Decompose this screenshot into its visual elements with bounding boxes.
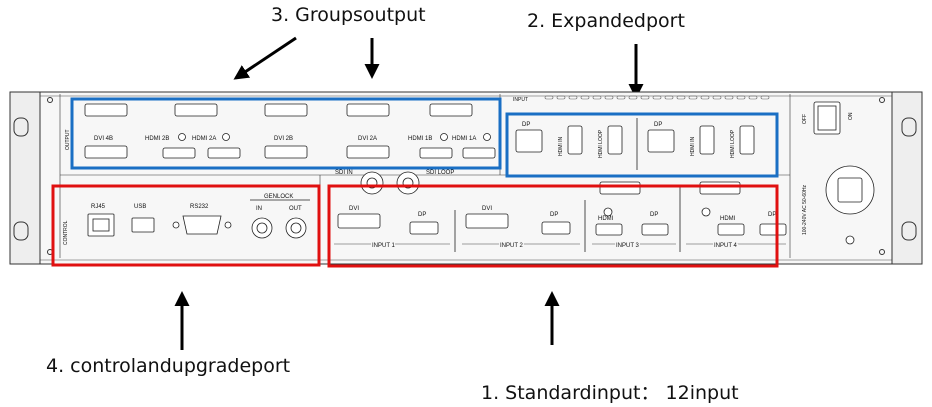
box-expanded-port [505,112,779,178]
input-group-3: INPUT 3 [616,243,640,249]
output-side-label: OUTPUT [65,129,71,150]
expansion-labels: DP HDMI IN HDMI LOOP DP HDMI IN HDMI LOO… [522,122,736,158]
out-label-hdmi1b: HDMI 1B [408,136,432,142]
box-control-upgrade [51,184,321,267]
input-group-1: INPUT 1 [372,243,396,249]
control-ports [87,199,310,239]
power-off-label: OFF [802,114,808,124]
exp-label-hdmi-loop-2: HDMI LOOP [730,129,736,158]
power-section [813,101,875,245]
output-port-labels: DVI 4B HDMI 2B HDMI 2A DVI 2B DVI 2A HDM… [94,136,476,142]
input-top-label: INPUT [513,97,528,103]
in-label-dp-4: DP [768,212,776,218]
box-standard-input [327,184,779,268]
exp-label-hdmi-in-1: HDMI IN [558,136,564,156]
ctrl-label-in: IN [256,206,262,212]
callout-arrows [174,36,644,350]
ctrl-label-usb: USB [134,204,146,210]
input-ports [337,181,787,252]
in-label-dp-2: DP [550,212,558,218]
callout-standard-input: 1. Standardinput： 12input [481,382,739,404]
chassis [9,91,923,265]
ctrl-label-out: OUT [289,206,302,212]
output-ports [84,103,496,159]
in-label-hdmi-4: HDMI [720,216,736,222]
in-label-dp-3: DP [650,212,658,218]
input-group-4: INPUT 4 [714,243,738,249]
input-group-2: INPUT 2 [500,243,524,249]
sdi-loop-label: SDI LOOP [426,170,454,176]
box-groups-output [70,97,502,170]
out-label-dvi2b: DVI 2B [274,136,293,142]
in-label-hdmi-3: HDMI [598,216,614,222]
power-spec-label: 100-240V AC 50-60Hz [802,184,808,235]
input-group-labels: INPUT 1 INPUT 2 INPUT 3 INPUT 4 [334,242,786,251]
ctrl-label-genlock: GENLOCK [264,194,293,200]
out-label-hdmi1a: HDMI 1A [452,136,476,142]
callout-expanded-port: 2. Expandedport [527,10,685,32]
exp-label-dp-1: DP [522,122,530,128]
sdi-in-label: SDI IN [335,170,353,176]
callout-control-upgrade: 4. controlandupgradeport [46,355,291,377]
input-port-labels: DVI DP DVI DP HDMI DP HDMI DP [349,206,776,222]
highlight-boxes [51,97,779,268]
ctrl-label-rj45: RJ45 [91,204,106,210]
vent-slots [544,95,770,100]
power-on-label: ON [848,112,854,120]
exp-label-hdmi-loop-1: HDMI LOOP [598,129,604,158]
out-label-dvi4b: DVI 4B [94,136,113,142]
out-label-hdmi2a: HDMI 2A [192,136,216,142]
control-side-label: CONTROL [63,220,69,245]
out-label-hdmi2b: HDMI 2B [145,136,169,142]
sdi-connectors [360,171,420,195]
ctrl-label-rs232: RS232 [190,204,209,210]
control-labels: RJ45 USB RS232 GENLOCK IN OUT [91,194,302,212]
expansion-ports [515,118,755,170]
exp-label-hdmi-in-2: HDMI IN [690,136,696,156]
in-label-dp-1: DP [418,212,426,218]
callout-groups-output: 3. Groupsoutput [271,4,426,26]
out-label-dvi2a: DVI 2A [358,136,377,142]
exp-label-dp-2: DP [654,122,662,128]
in-label-dvi-2: DVI [482,206,492,212]
in-label-dvi-1: DVI [349,206,359,212]
